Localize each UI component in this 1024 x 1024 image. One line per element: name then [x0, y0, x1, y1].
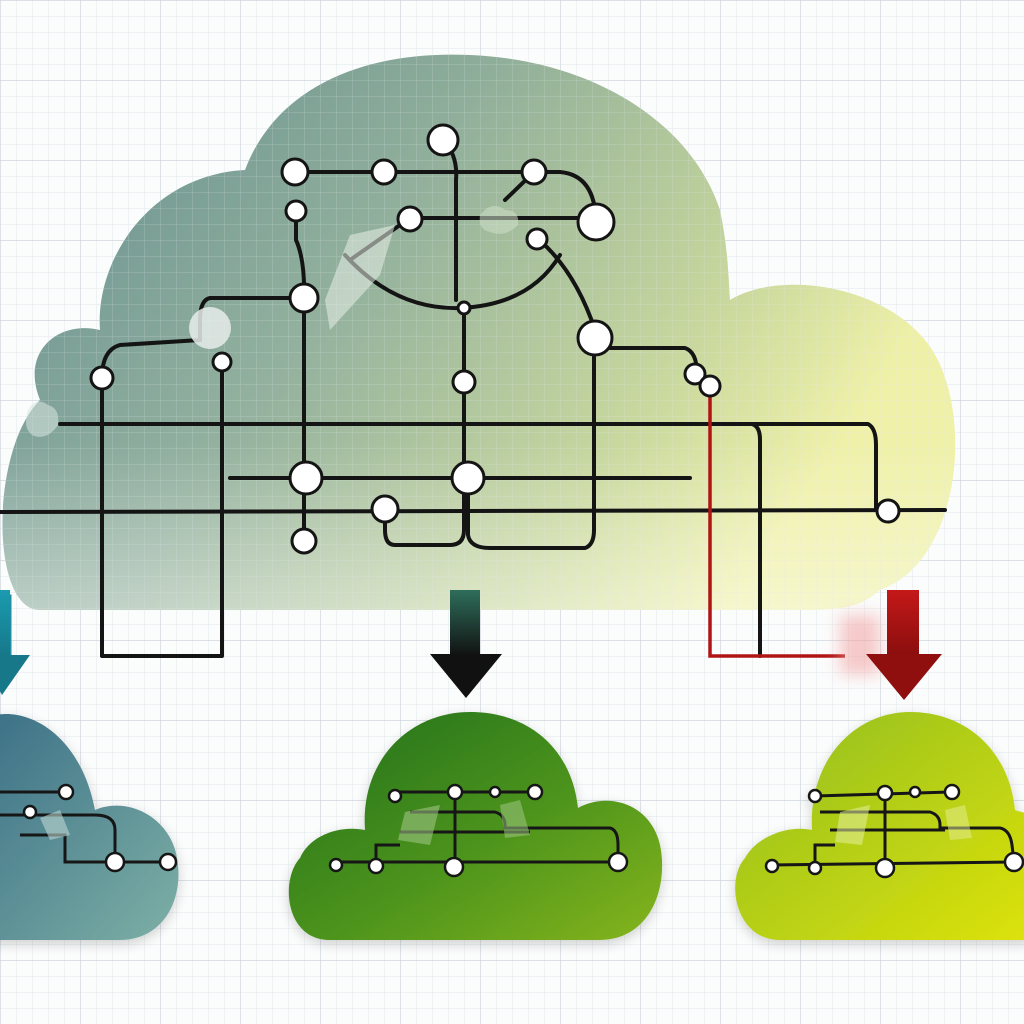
circuit-node: [576, 319, 614, 357]
circuit-node: [426, 123, 460, 157]
shard-shape: [500, 800, 530, 838]
circuit-node: [456, 300, 472, 316]
faded-node: [189, 307, 231, 349]
child-nodes-center: [328, 783, 629, 878]
circuit-node: [488, 785, 502, 799]
circuit-node: [104, 851, 126, 873]
shard-shape: [40, 810, 70, 840]
red-connector: [708, 386, 845, 658]
circuit-node: [367, 857, 385, 875]
circuit-node: [450, 460, 486, 496]
circuit-node: [280, 157, 310, 187]
circuit-node: [288, 460, 324, 496]
bus-right-drop: [750, 422, 878, 512]
circuit-node: [807, 860, 823, 876]
circuit-node: [89, 365, 115, 391]
arrow-right-head: [866, 654, 942, 700]
circuit-node: [451, 369, 477, 395]
arrow-left: [0, 590, 30, 695]
circuit-node: [396, 205, 424, 233]
arrow-right-shaft: [887, 590, 919, 656]
child-nodes-right: [764, 783, 1024, 879]
circuit-node: [288, 282, 320, 314]
child-connector: [374, 843, 400, 862]
connector-center-right: [466, 336, 596, 550]
shard-shape: [945, 805, 972, 840]
child-cloud-right: [735, 712, 1024, 940]
child-cloud-left: [0, 714, 179, 940]
child-cloud-center: [288, 712, 663, 940]
circuit-node: [57, 783, 75, 801]
circuit-node: [764, 858, 780, 874]
circuit-node: [284, 199, 308, 223]
circuit-node: [576, 202, 616, 242]
circuit-node: [446, 783, 464, 801]
arrow-center-head: [430, 654, 502, 698]
child-connector: [820, 810, 1016, 863]
arrow-center-shaft: [450, 590, 480, 656]
circuit-node: [525, 227, 549, 251]
bus-lower: [0, 508, 947, 514]
circuit-node: [211, 351, 233, 373]
circuit-node: [387, 788, 403, 804]
child-connector: [20, 833, 115, 864]
arrow-left-shaft: [0, 590, 10, 656]
circuit-node: [943, 783, 961, 801]
circuit-node: [526, 783, 544, 801]
circuit-node: [683, 362, 707, 386]
main-nodes: [89, 123, 901, 555]
circuit-node: [22, 804, 38, 820]
shard-blob-left: [26, 401, 59, 437]
arrow-right: [840, 590, 942, 700]
main-cloud-grid-overlay: [2, 54, 956, 611]
circuit-node: [807, 788, 823, 804]
shard-blob: [479, 206, 519, 234]
circuit-node: [520, 158, 548, 186]
child-cloud-right-body: [735, 712, 1024, 940]
shard-shape: [398, 805, 440, 845]
arrow-center: [430, 590, 502, 698]
child-connector: [813, 843, 835, 865]
shard-shape: [835, 805, 870, 845]
circuit-node: [908, 785, 922, 799]
child-cloud-center-body: [288, 712, 663, 940]
circuit-node: [370, 494, 400, 524]
child-cloud-left-body: [0, 714, 179, 940]
circuit-node: [874, 857, 896, 879]
circuit-node: [290, 527, 318, 555]
connector-left-loop: [100, 360, 224, 658]
arrow-left-head: [0, 655, 30, 695]
child-circuit-left: [0, 790, 168, 864]
decorative-shards: [26, 206, 519, 437]
circuit-node: [698, 374, 722, 398]
circuit-node: [370, 158, 398, 186]
child-nodes-left: [22, 783, 178, 873]
circuit-node: [443, 856, 465, 878]
main-cloud: [2, 54, 956, 611]
circuit-node: [158, 852, 178, 872]
arrow-right-glow: [840, 615, 880, 675]
circuit-node: [1003, 851, 1024, 873]
child-connector: [0, 813, 168, 864]
connector-center-vertical: [383, 306, 466, 547]
shard-shape: [325, 225, 395, 330]
circuit-node: [875, 498, 901, 524]
circuit-node: [328, 857, 344, 873]
circuit-node: [876, 784, 894, 802]
circuit-node: [607, 851, 629, 873]
